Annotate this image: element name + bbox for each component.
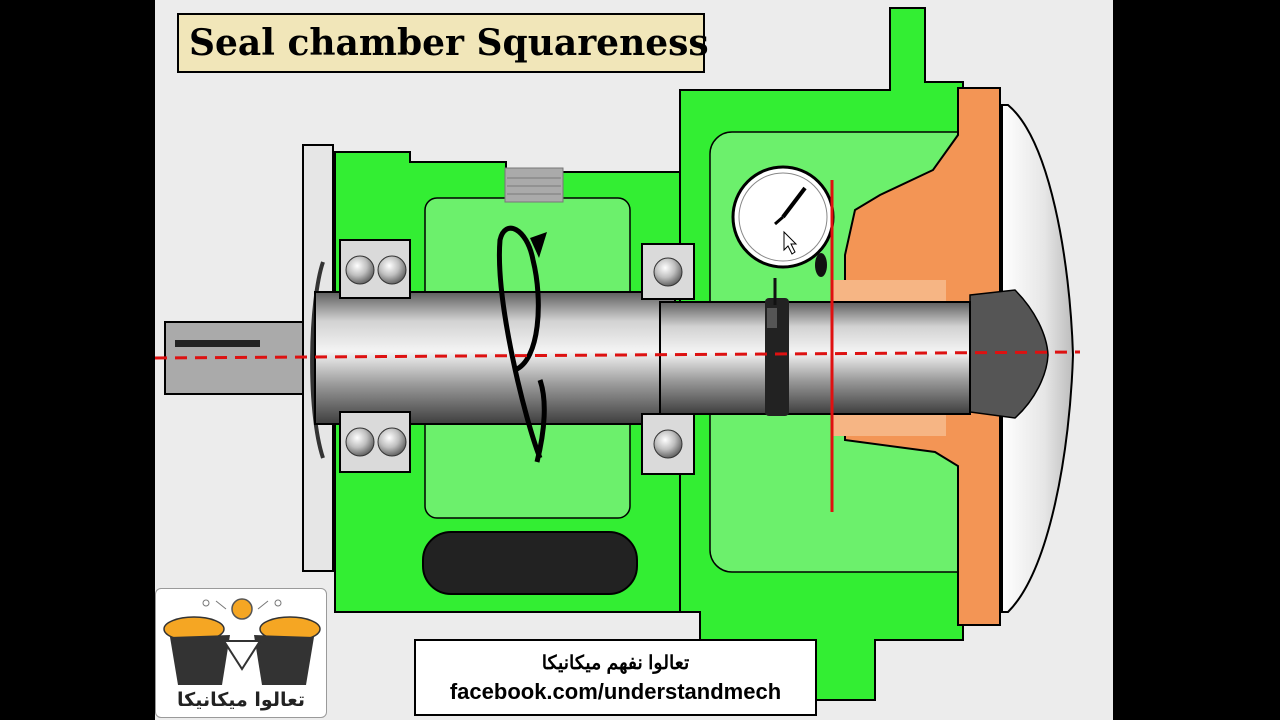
channel-logo: تعالوا ميكانيكا xyxy=(155,588,327,718)
cartoon-mascot-icon xyxy=(163,598,321,685)
end-cover xyxy=(969,104,1075,613)
mouse-cursor-icon xyxy=(783,230,798,255)
credit-box: تعالوا نفهم ميكانيكا facebook.com/unders… xyxy=(414,639,817,716)
logo-text: تعالوا ميكانيكا xyxy=(177,689,305,711)
diagram-stage: Seal chamber Squareness تعالوا ميكانيكا … xyxy=(155,0,1113,720)
rotation-arrow-icon xyxy=(496,225,547,463)
pump-cross-section-diagram xyxy=(155,7,1081,701)
credit-url[interactable]: facebook.com/understandmech xyxy=(449,679,782,704)
credit-arabic: تعالوا نفهم ميكانيكا xyxy=(541,653,690,674)
diagram-title: Seal chamber Squareness xyxy=(177,13,709,73)
bearing-left xyxy=(339,239,411,473)
shaft xyxy=(314,291,971,425)
bearing-right xyxy=(641,243,695,475)
shaft-centerline xyxy=(155,350,1081,360)
gland-plate xyxy=(164,144,334,572)
